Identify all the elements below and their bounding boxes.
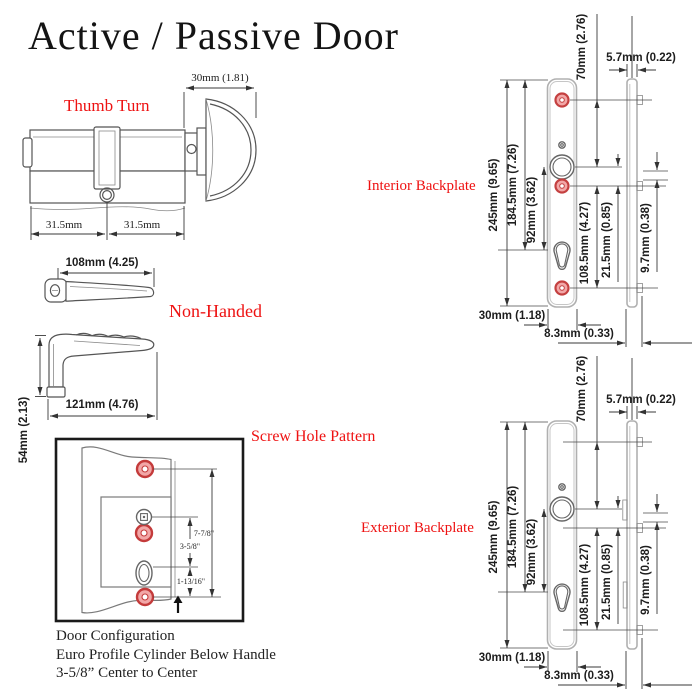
interior-screw-bottom	[554, 280, 570, 296]
thumb-turn-knob	[205, 98, 257, 202]
note-line-1: Door Configuration	[56, 628, 175, 644]
note-line-3: 3-5/8” Center to Center	[56, 665, 198, 681]
page-title: Active / Passive Door	[28, 13, 399, 58]
thumb-turn-cylinder-drawing: 30mm (1.81) 31.5mm 31.5mm	[22, 72, 257, 240]
screw-hole-bottom	[135, 587, 155, 607]
dim-exterior-offset-small: 21.5mm (0.85)	[601, 544, 613, 620]
handle-side-outline	[48, 333, 155, 388]
dim-exterior-top-to-cylinder: 184.5mm (7.26)	[507, 486, 519, 569]
interior-backplate-label: Interior Backplate	[367, 178, 476, 194]
dim-interior-depth: 8.3mm (0.33)	[544, 328, 614, 340]
configuration-notes: Door Configuration Euro Profile Cylinder…	[56, 627, 276, 683]
dim-handle-length-side: 121mm (4.76)	[66, 399, 139, 411]
dim-screw-bottom: 1-13/16"	[177, 577, 205, 586]
dim-interior-handle-to-bottom: 108.5mm (4.27)	[579, 202, 591, 285]
note-line-2: Euro Profile Cylinder Below Handle	[56, 646, 276, 663]
thumb-turn-label: Thumb Turn	[64, 96, 150, 115]
interior-handle-hub	[549, 154, 575, 180]
dim-exterior-projection: 9.7mm (0.38)	[640, 545, 652, 615]
dim-screw-center: 3-5/8"	[180, 542, 200, 551]
interior-backplate-drawing: 245mm (9.65) 184.5mm (7.26) 92mm (3.62) …	[479, 14, 692, 347]
cylinder-cam	[93, 126, 121, 190]
interior-plate-side	[626, 78, 638, 308]
dim-handle-length-top: 108mm (4.25)	[66, 257, 139, 269]
dim-interior-width: 30mm (1.18)	[479, 310, 546, 322]
screw-hole-top	[135, 459, 155, 479]
handle-foot	[46, 386, 66, 398]
screw-hole-middle	[134, 523, 154, 543]
dim-interior-overall: 245mm (9.65)	[488, 158, 500, 231]
dim-knob-width: 30mm (1.81)	[191, 72, 249, 84]
screw-hole-pattern-drawing: 7-7/8" 3-5/8" 1-13/16"	[54, 437, 245, 623]
dim-exterior-overall: 245mm (9.65)	[488, 500, 500, 573]
handle-grip-top	[65, 280, 155, 302]
dim-exterior-depth: 8.3mm (0.33)	[544, 670, 614, 682]
handle-side-view-drawing: 121mm (4.76) 54mm (2.13)	[18, 332, 158, 464]
dim-exterior-top-to-handle: 70mm (2.76)	[576, 356, 588, 423]
dim-handle-height-side: 54mm (2.13)	[18, 397, 30, 464]
exterior-plate-front	[546, 420, 578, 650]
dim-exterior-width: 30mm (1.18)	[479, 652, 546, 664]
screw-pattern-box	[54, 437, 245, 623]
dim-exterior-handle-to-cylinder: 92mm (3.62)	[526, 519, 538, 586]
non-handed-label: Non-Handed	[169, 301, 262, 321]
dim-cylinder-left: 31.5mm	[46, 219, 83, 231]
cylinder-end-cap	[22, 137, 33, 168]
dim-interior-thickness: 5.7mm (0.22)	[606, 52, 676, 64]
up-arrow	[173, 595, 183, 603]
interior-screw-middle	[554, 178, 570, 194]
interior-screw-top	[554, 92, 570, 108]
dim-interior-handle-to-cylinder: 92mm (3.62)	[526, 177, 538, 244]
dim-interior-top-to-handle: 70mm (2.76)	[576, 14, 588, 81]
exterior-handle-hub	[549, 496, 575, 522]
dim-interior-offset-small: 21.5mm (0.85)	[601, 202, 613, 278]
handle-top-view-drawing: 108mm (4.25)	[44, 257, 155, 303]
dim-interior-top-to-cylinder: 184.5mm (7.26)	[507, 144, 519, 227]
dim-exterior-thickness: 5.7mm (0.22)	[606, 394, 676, 406]
dim-exterior-handle-to-bottom: 108.5mm (4.27)	[579, 544, 591, 627]
exterior-plate-side	[626, 420, 638, 650]
dim-screw-total: 7-7/8"	[194, 529, 214, 538]
exterior-backplate-label: Exterior Backplate	[361, 520, 474, 536]
dim-cylinder-right: 31.5mm	[124, 219, 161, 231]
screw-hole-pattern-label: Screw Hole Pattern	[251, 428, 376, 445]
exterior-backplate-drawing: 245mm (9.65) 184.5mm (7.26) 92mm (3.62) …	[479, 356, 692, 689]
dim-interior-projection: 9.7mm (0.38)	[640, 203, 652, 273]
cylinder-neck	[184, 132, 199, 172]
